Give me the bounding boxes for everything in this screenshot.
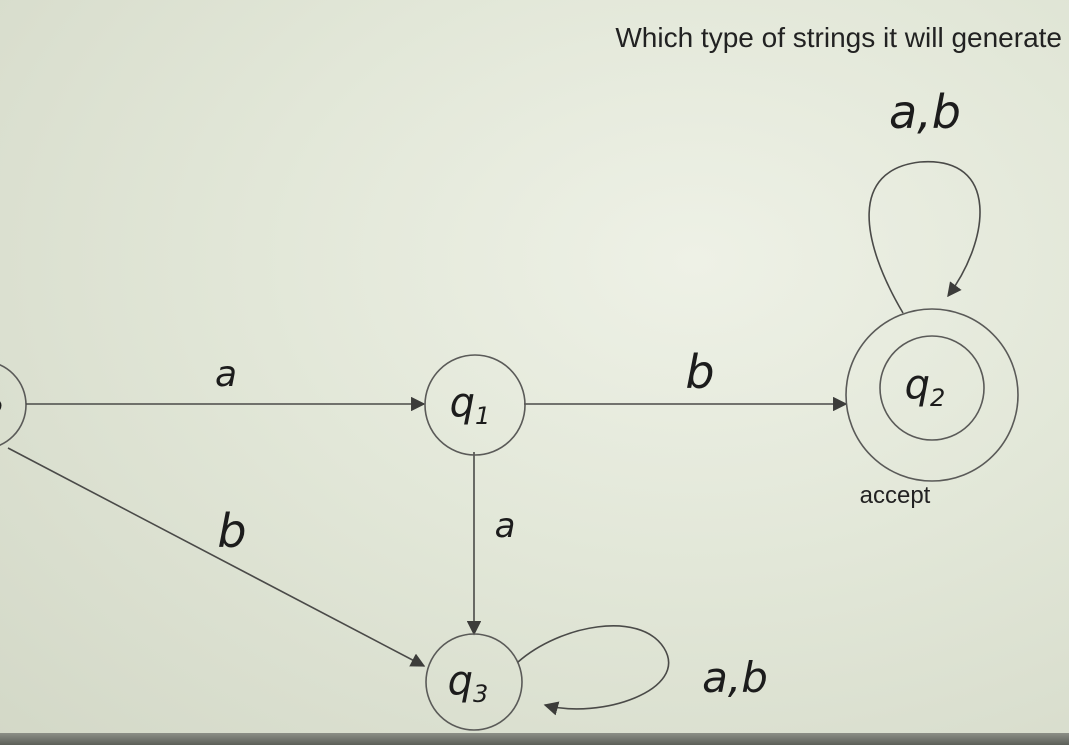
bottom-edge-strip bbox=[0, 733, 1069, 745]
question-text: Which type of strings it will generate bbox=[615, 22, 1062, 53]
edge-q3-loop bbox=[517, 625, 670, 716]
state-q3-label: q3 bbox=[448, 658, 489, 708]
state-q2-outer-circle bbox=[845, 308, 1019, 482]
edge-q0-q3-label: b bbox=[217, 504, 246, 558]
edge-q2-loop-label: a,b bbox=[889, 85, 961, 139]
edge-q1-q3-label: a bbox=[495, 506, 516, 546]
state-q2-label: q2 bbox=[905, 362, 946, 412]
edge-q1-q2-label: b bbox=[685, 345, 714, 399]
state-q2-inner-circle bbox=[879, 335, 985, 441]
accept-label: accept bbox=[860, 482, 931, 509]
state-q1-label: q1 bbox=[450, 380, 491, 430]
state-q1-circle bbox=[424, 354, 526, 456]
state-q3-circle bbox=[425, 633, 523, 731]
state-q0-circle bbox=[0, 363, 27, 447]
edge-q0-q3 bbox=[7, 447, 426, 667]
edge-q2-loop bbox=[868, 161, 981, 314]
edge-q3-loop-label: a,b bbox=[702, 653, 768, 702]
edge-q0-q1-label: a bbox=[215, 354, 237, 395]
